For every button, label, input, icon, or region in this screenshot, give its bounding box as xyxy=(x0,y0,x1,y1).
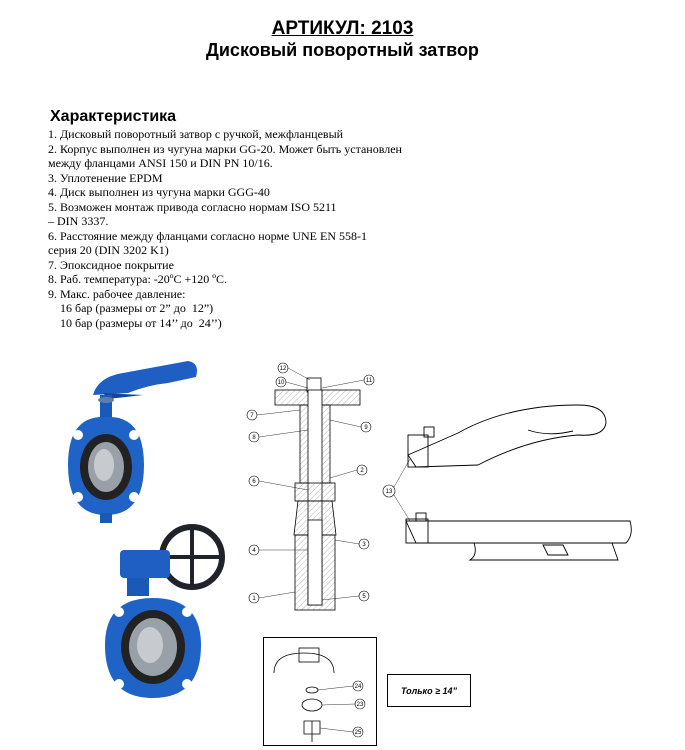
callout-12: 12 xyxy=(280,366,287,372)
features-heading: Характеристика xyxy=(50,108,177,125)
feature-line: серия 20 (DIN 3202 K1) xyxy=(48,243,169,257)
valve-with-gearbox-photo xyxy=(105,524,225,698)
cross-section-drawing: 10 12 11 7 8 9 2 6 4 3 1 5 xyxy=(246,362,375,611)
callout-7: 7 xyxy=(250,413,254,419)
callout-9: 9 xyxy=(364,425,368,431)
size-note: Только ≥ 14” xyxy=(387,674,471,707)
feature-line: между фланцами ANSI 150 и DIN PN 10/16. xyxy=(48,156,273,170)
valve-with-lever-photo xyxy=(68,361,197,523)
callout-11: 11 xyxy=(366,378,373,384)
feature-line: 9. Макс. рабочее давление: xyxy=(48,286,186,301)
feature-line: 1. Дисковый поворотный затвор с ручкой, … xyxy=(48,127,344,141)
page-subtitle: Дисковый поворотный затвор xyxy=(206,40,479,60)
callout-23: 23 xyxy=(357,702,364,708)
feature-line: – DIN 3337. xyxy=(48,214,109,228)
feature-line: 10 бар (размеры от 14’’ до 24’’) xyxy=(48,315,222,330)
lever-handle-drawing: 13 xyxy=(382,404,632,561)
detail-parts-box: 24 23 25 xyxy=(263,637,377,746)
feature-line: 6. Расстояние между фланцами согласно но… xyxy=(48,228,368,243)
callout-6: 6 xyxy=(252,479,256,485)
callout-10: 10 xyxy=(278,380,285,386)
callout-3: 3 xyxy=(362,542,366,548)
callout-1: 1 xyxy=(252,596,256,602)
callout-25: 25 xyxy=(355,730,362,736)
callout-5: 5 xyxy=(362,594,366,600)
callout-8: 8 xyxy=(252,435,256,441)
callout-24: 24 xyxy=(355,684,362,690)
feature-line: 4. Диск выполнен из чугуна марки GGG-40 xyxy=(48,185,270,199)
features-list: 1. Дисковый поворотный затвор с ручкой, … xyxy=(48,127,468,330)
callout-13: 13 xyxy=(386,489,393,495)
detail-parts-drawing: 24 23 25 xyxy=(273,647,366,742)
feature-line: 5. Возможен монтаж привода согласно норм… xyxy=(48,199,337,214)
feature-line: 8. Раб. температура: -20ºC +120 ºC. xyxy=(48,272,227,286)
feature-line: 7. Эпоксидное покрытие xyxy=(48,257,174,272)
callout-2: 2 xyxy=(360,468,364,474)
feature-line: 3. Уплотенение EPDM xyxy=(48,170,163,185)
callout-4: 4 xyxy=(252,548,256,554)
feature-line: 16 бар (размеры от 2” до 12”) xyxy=(48,301,214,315)
article-number: АРТИКУЛ: 2103 xyxy=(271,18,414,39)
feature-line: 2. Корпус выполнен из чугуна марки GG-20… xyxy=(48,141,402,156)
